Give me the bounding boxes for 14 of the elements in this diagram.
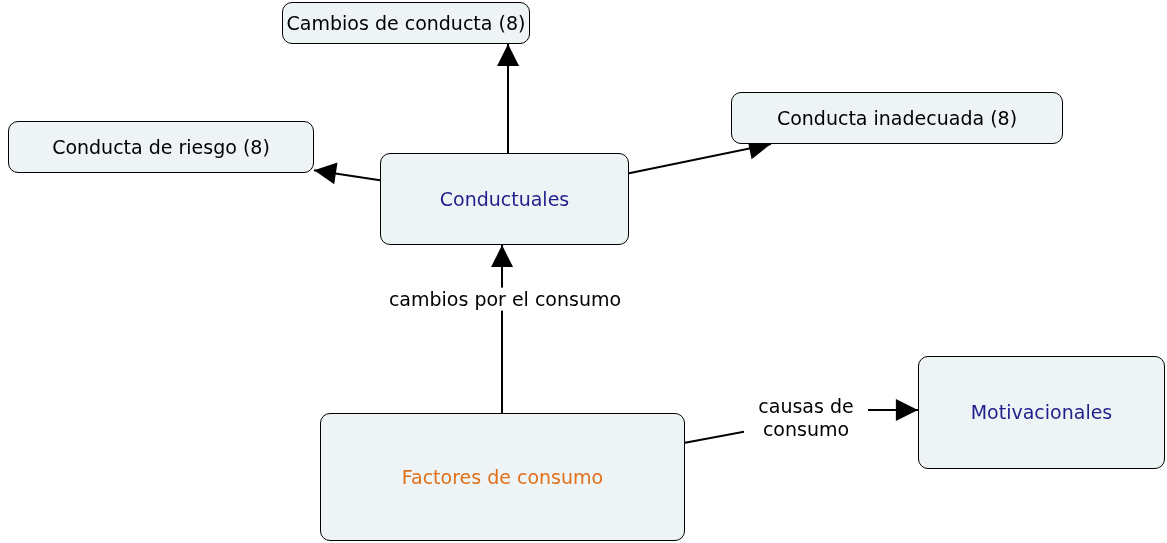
concept-text: Conductuales xyxy=(439,187,570,211)
concept-box xyxy=(320,413,685,541)
concept-text: Factores de consumo xyxy=(401,465,604,489)
concept-text: Conducta de riesgo (8) xyxy=(52,135,270,159)
concept-box xyxy=(380,153,629,245)
concept-box xyxy=(282,2,530,44)
concept-text: Motivacionales xyxy=(970,401,1113,424)
concept-text: Conducta inadecuada (8) xyxy=(776,106,1018,130)
arrow xyxy=(313,162,381,185)
concept-text: Cambios de conducta (8) xyxy=(286,11,526,35)
concept-box xyxy=(918,356,1165,469)
arrow xyxy=(497,43,520,154)
concept-box xyxy=(731,92,1063,144)
concept-box xyxy=(8,121,314,173)
